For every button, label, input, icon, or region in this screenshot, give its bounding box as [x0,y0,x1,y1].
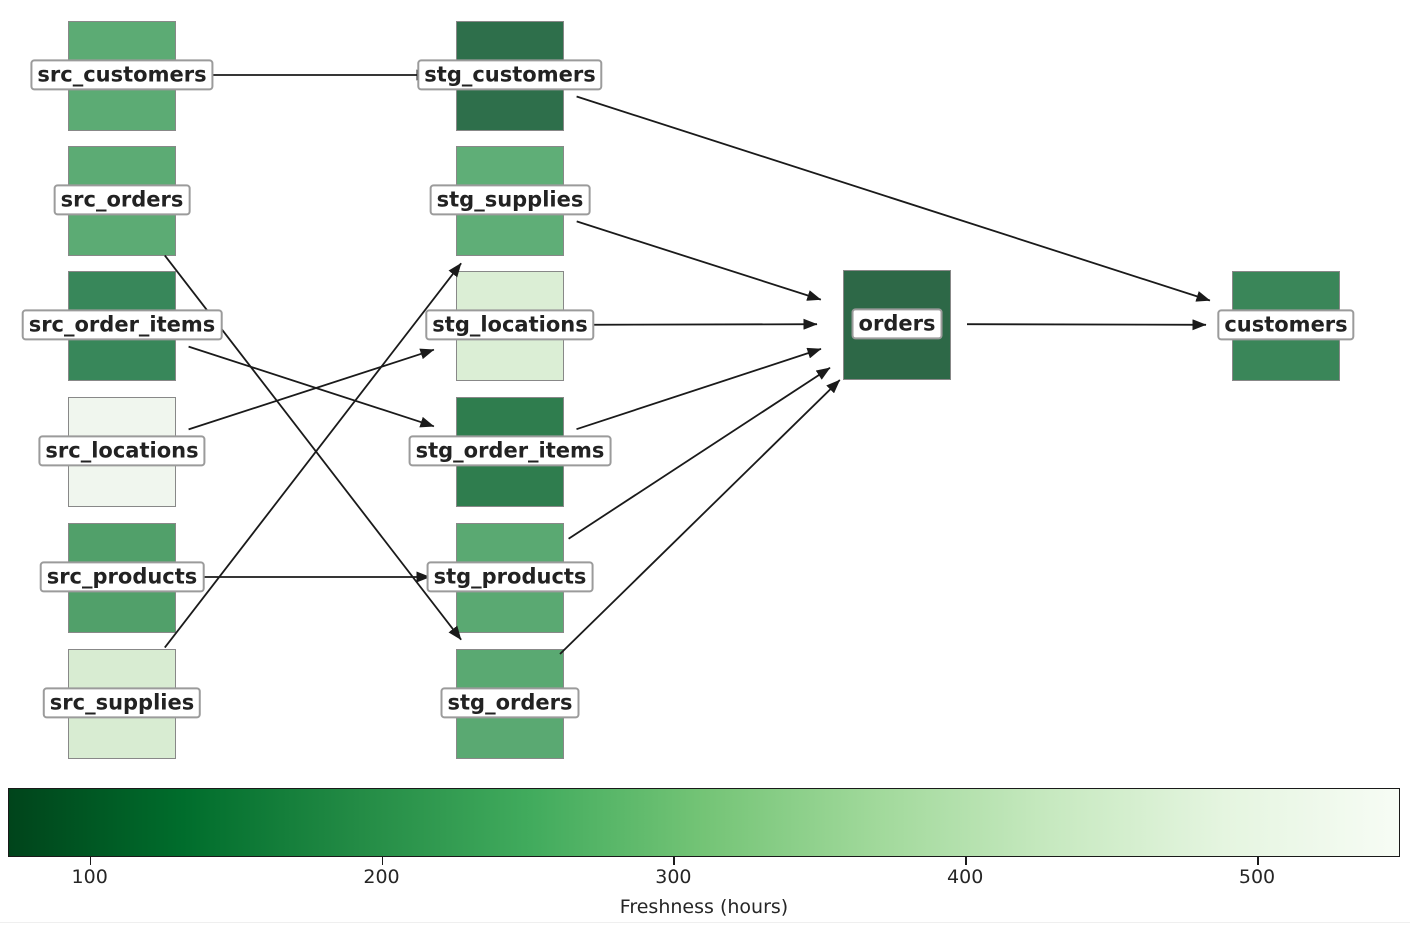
node-label-stg_order_items: stg_order_items [408,435,612,467]
node-label-src_order_items: src_order_items [21,309,223,341]
colorbar-axis-label: Freshness (hours) [619,896,789,918]
node-label-stg_orders: stg_orders [440,687,580,719]
colorbar-tick-500 [1257,857,1259,865]
edge-src_order_items-to-stg_order_items [188,345,435,428]
node-label-src_supplies: src_supplies [42,687,202,719]
edge-stg_products-to-orders [568,367,831,540]
node-label-customers: customers [1217,309,1355,341]
colorbar-gradient [8,788,1400,857]
node-label-stg_customers: stg_customers [417,59,603,91]
colorbar-tick-label-200: 200 [363,866,400,888]
edge-orders-to-customers [966,319,1207,331]
colorbar-tick-label-500: 500 [1238,866,1276,888]
node-label-orders: orders [851,308,943,340]
node-label-src_products: src_products [39,561,205,593]
colorbar-tick-label-100: 100 [71,866,108,888]
edge-stg_locations-to-orders [579,318,818,330]
bottom-hairline [0,922,1410,923]
colorbar-tick-300 [673,857,675,865]
colorbar-tick-200 [381,857,384,865]
edge-stg_order_items-to-orders [576,347,822,431]
edge-stg_customers-to-customers [576,95,1211,302]
colorbar-tick-100 [89,857,92,865]
edge-src_supplies-to-stg_supplies [164,262,462,649]
node-label-stg_products: stg_products [426,561,594,593]
edge-src_locations-to-stg_locations [188,348,435,431]
edge-stg_orders-to-orders [559,379,841,655]
colorbar-tick-label-400: 400 [947,866,984,888]
node-label-src_customers: src_customers [30,59,214,91]
node-label-stg_supplies: stg_supplies [429,184,591,216]
colorbar-tick-400 [965,857,967,865]
node-label-stg_locations: stg_locations [425,309,595,341]
node-label-src_locations: src_locations [38,435,206,467]
edge-stg_supplies-to-orders [576,220,822,301]
colorbar-tick-label-300: 300 [655,866,692,888]
node-label-src_orders: src_orders [53,184,191,216]
